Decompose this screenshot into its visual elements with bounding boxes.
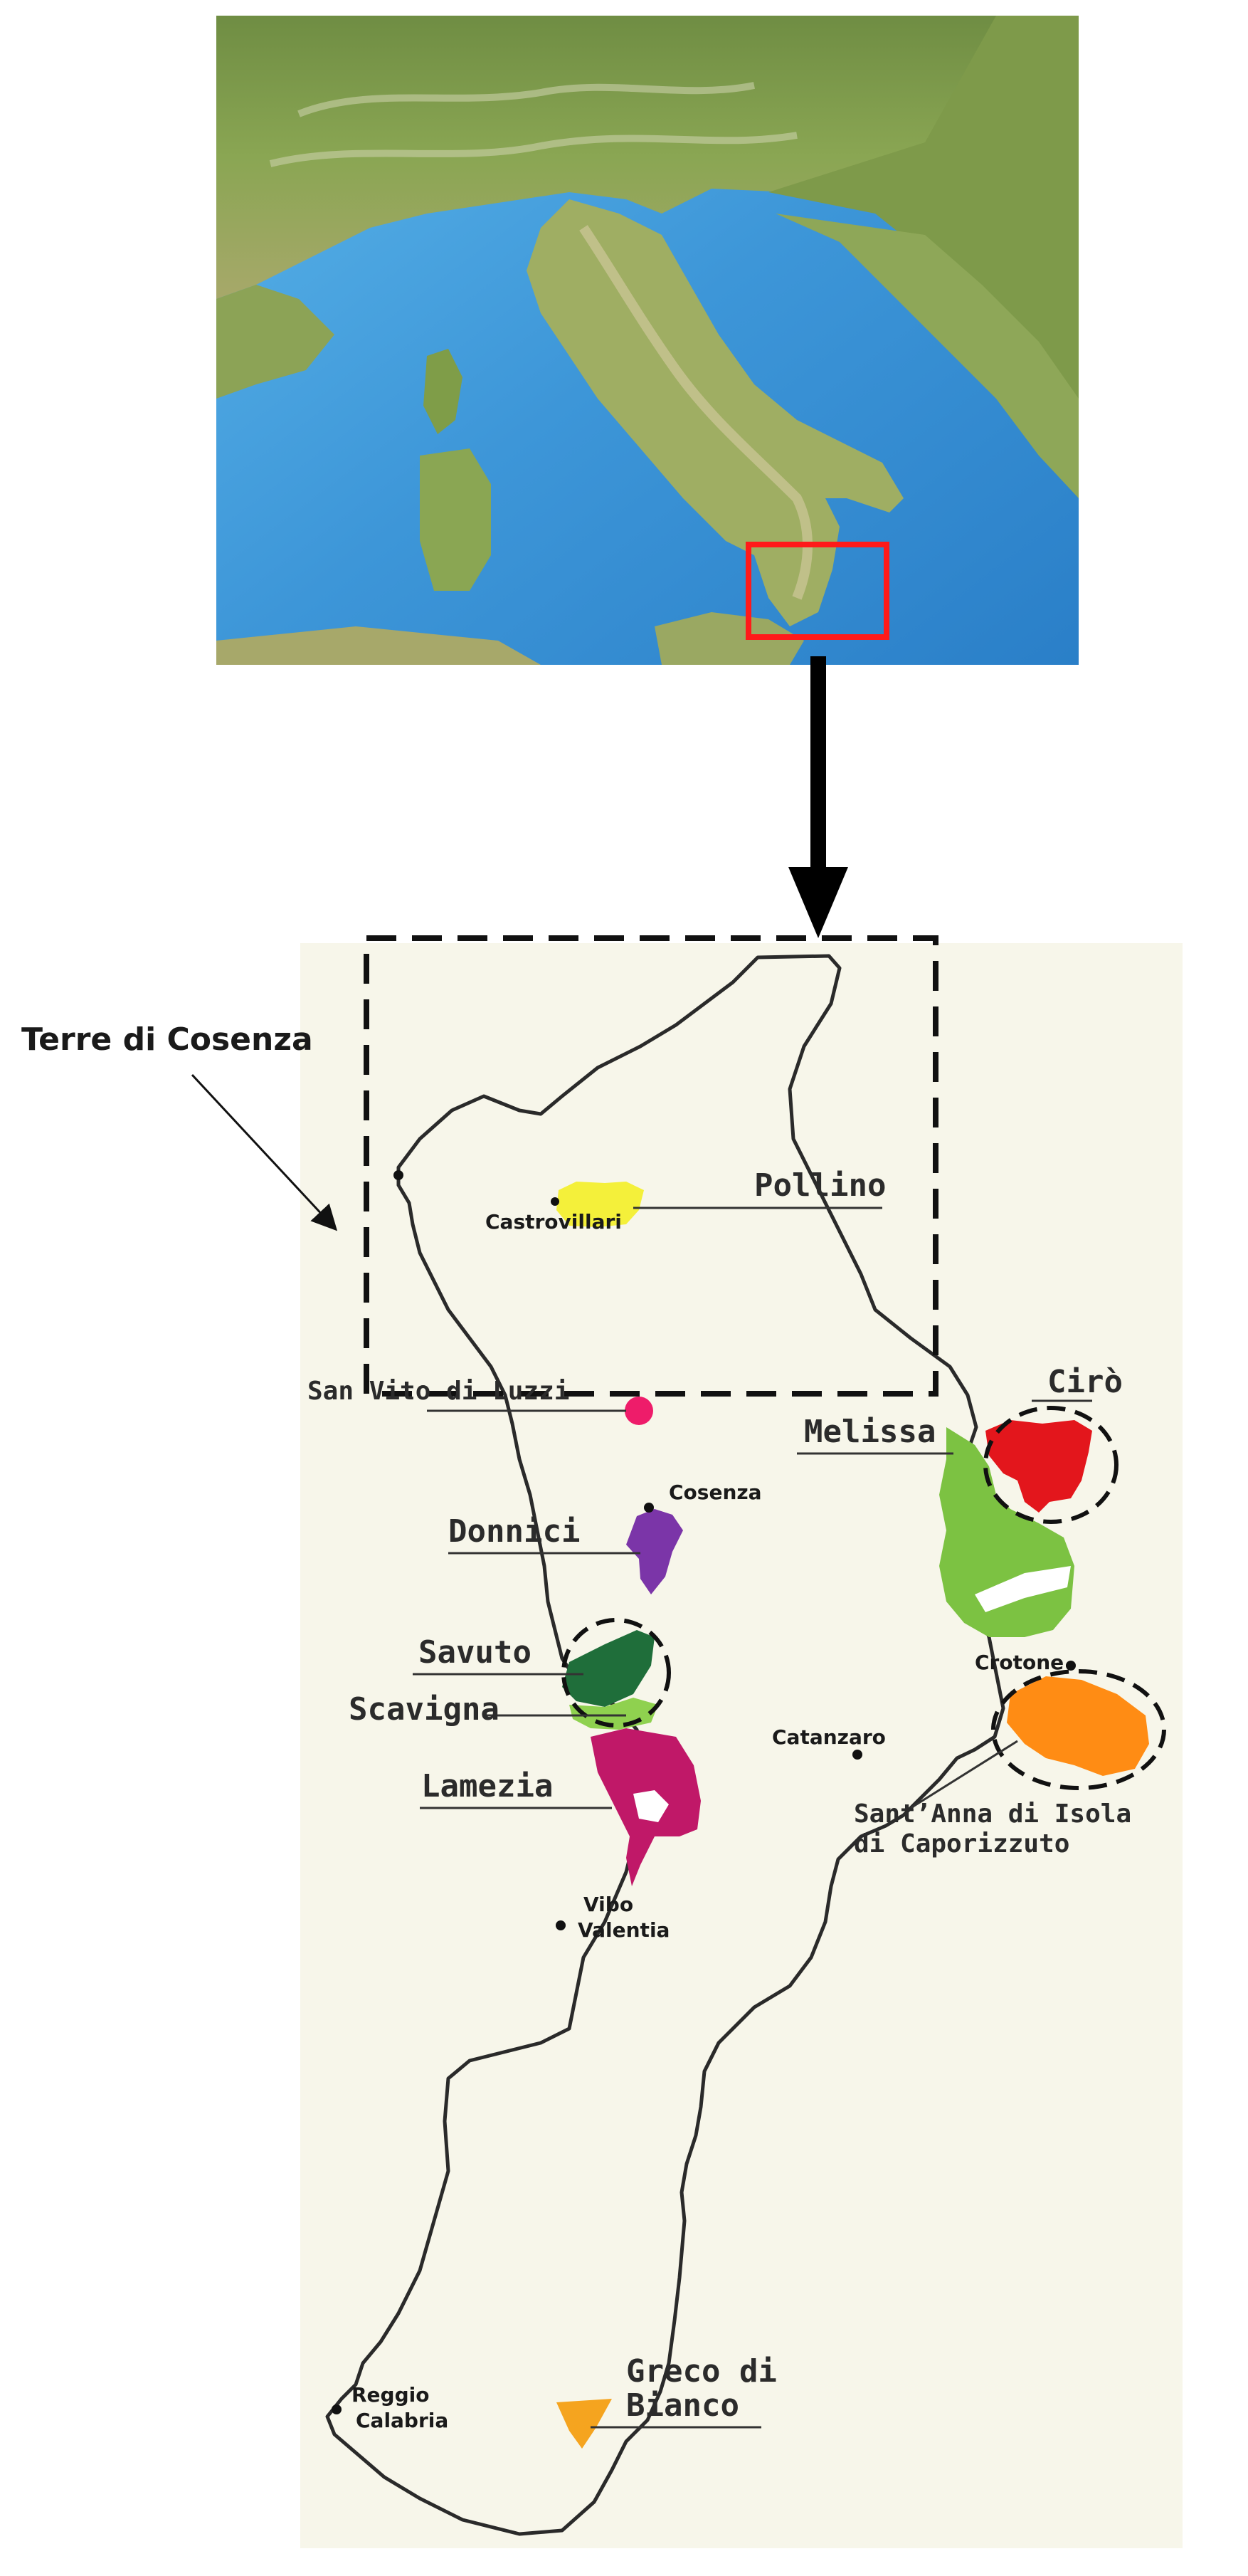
reggio-dot: [332, 2404, 342, 2414]
label-castrovillari: Castrovillari: [485, 1210, 622, 1234]
overview-balkans: [768, 16, 1079, 441]
label-sant-anna-line2: di Caporizzuto: [854, 1829, 1069, 1859]
zone-greco-di-bianco: [556, 2399, 612, 2449]
label-cosenza: Cosenza: [669, 1481, 762, 1504]
label-pollino: Pollino: [754, 1167, 886, 1204]
overview-france: [216, 285, 334, 399]
label-ciro: Cirò: [1047, 1364, 1123, 1400]
label-reggio-line1: Reggio: [351, 2383, 429, 2407]
overview-corsica: [423, 349, 462, 434]
label-scavigna: Scavigna: [349, 1691, 499, 1728]
ciro-dashed-circle: [983, 1406, 1119, 1524]
label-savuto: Savuto: [418, 1634, 532, 1671]
overview-balkans-coast: [776, 214, 1079, 498]
sant-anna-leader: [910, 1740, 1018, 1809]
calabria-highlight-box: [746, 542, 889, 640]
zone-sant-anna: [1007, 1676, 1149, 1776]
zone-lamezia-gap: [633, 1790, 669, 1822]
zone-donnici: [626, 1509, 683, 1594]
crotone-dot: [1066, 1661, 1076, 1671]
terre-di-cosenza-box: [364, 935, 938, 1397]
overview-alps-ridges: [269, 82, 798, 167]
overview-map: [216, 16, 1079, 665]
zone-savuto: [562, 1630, 655, 1707]
vibo-dot: [556, 1920, 566, 1930]
region-coast-dot: [393, 1170, 403, 1180]
label-crotone: Crotone: [975, 1651, 1064, 1674]
overview-africa: [216, 626, 541, 665]
savuto-dashed-circle: [561, 1618, 671, 1728]
calabria-map: Terre di Cosenza Pollino Castrovillari S…: [21, 935, 1183, 2548]
label-donnici: Donnici: [448, 1513, 580, 1550]
castrovillari-dot: [551, 1197, 559, 1206]
overview-sardinia: [420, 448, 491, 591]
label-terre-di-cosenza: Terre di Cosenza: [21, 1021, 313, 1058]
label-melissa: Melissa: [804, 1414, 936, 1450]
overview-apennines: [579, 225, 813, 600]
zone-melissa-gap: [975, 1566, 1071, 1612]
catanzaro-dot: [852, 1750, 862, 1760]
label-greco-line2: Bianco: [626, 2387, 739, 2424]
zone-san-vito-di-luzzi: [625, 1397, 653, 1425]
label-reggio-line2: Calabria: [356, 2409, 448, 2432]
label-vibo-line1: Vibo: [583, 1893, 633, 1916]
label-lamezia: Lamezia: [421, 1768, 553, 1804]
label-sant-anna-line1: Sant’Anna di Isola: [854, 1799, 1131, 1829]
terre-di-cosenza-arrow: [191, 1073, 338, 1231]
label-catanzaro: Catanzaro: [772, 1725, 886, 1749]
label-san-vito-di-luzzi: San Vito di Luzzi: [307, 1377, 569, 1406]
zoom-arrow-head: [788, 867, 848, 938]
zone-pollino: [556, 1182, 644, 1227]
cosenza-dot: [644, 1503, 654, 1513]
overview-alps: [216, 16, 1079, 299]
zone-ciro: [985, 1420, 1092, 1513]
label-vibo-line2: Valentia: [578, 1918, 670, 1942]
overview-sicily: [655, 612, 804, 665]
label-greco-line1: Greco di: [626, 2353, 777, 2390]
sant-anna-dashed-circle: [991, 1669, 1166, 1790]
